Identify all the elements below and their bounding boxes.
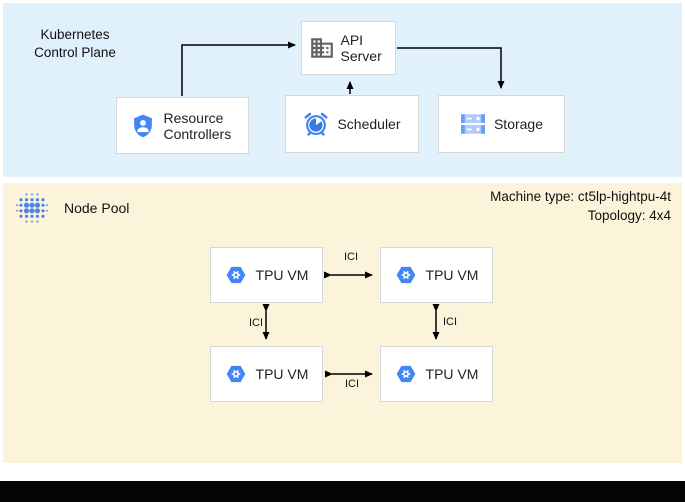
- alarm-clock-icon: [304, 112, 328, 136]
- node-pool-title: Node Pool: [64, 200, 130, 216]
- tpu-vm-node-bottom-right: TPU VM: [380, 346, 493, 402]
- api-server-label: API Server: [340, 32, 382, 64]
- storage-label: Storage: [493, 116, 544, 132]
- storage-node: Storage: [438, 95, 565, 153]
- tpu-vm-node-top-right: TPU VM: [380, 247, 493, 303]
- shield-person-icon: [133, 114, 152, 137]
- control-plane-title-line1: Kubernetes: [40, 27, 110, 42]
- control-plane-title-line2: Control Plane: [34, 45, 116, 60]
- building-icon: [310, 38, 333, 58]
- dot-grid-icon: [16, 193, 48, 223]
- topology-text: Topology: 4x4: [587, 207, 671, 223]
- control-plane-title: Kubernetes Control Plane: [14, 26, 136, 62]
- resource-controllers-label: Resource Controllers: [163, 109, 232, 142]
- ici-label-bottom: ICI: [344, 378, 360, 390]
- scheduler-label: Scheduler: [337, 116, 401, 132]
- machine-type-text: Machine type: ct5lp-hightpu-4t: [490, 189, 671, 204]
- tpu-hexagon-icon: [226, 365, 245, 383]
- tpu-vm-node-bottom-left: TPU VM: [210, 346, 323, 402]
- bottom-bar: [0, 481, 685, 502]
- tpu-vm-node-top-left: TPU VM: [210, 247, 323, 303]
- machine-info: Machine type: ct5lp-hightpu-4t Topology:…: [490, 188, 671, 225]
- storage-disks-icon: [461, 114, 485, 134]
- tpu-vm-label: TPU VM: [255, 366, 309, 382]
- tpu-hexagon-icon: [396, 266, 415, 284]
- ici-label-top: ICI: [343, 251, 359, 263]
- tpu-vm-label: TPU VM: [425, 267, 479, 283]
- ici-label-right: ICI: [443, 316, 458, 328]
- tpu-vm-label: TPU VM: [255, 267, 309, 283]
- scheduler-node: Scheduler: [285, 95, 419, 153]
- node-pool-panel: [3, 183, 682, 463]
- tpu-hexagon-icon: [226, 266, 245, 284]
- tpu-vm-label: TPU VM: [425, 366, 479, 382]
- api-server-node: API Server: [301, 21, 396, 75]
- resource-controllers-node: Resource Controllers: [116, 97, 249, 154]
- ici-label-left: ICI: [248, 317, 263, 329]
- tpu-hexagon-icon: [396, 365, 415, 383]
